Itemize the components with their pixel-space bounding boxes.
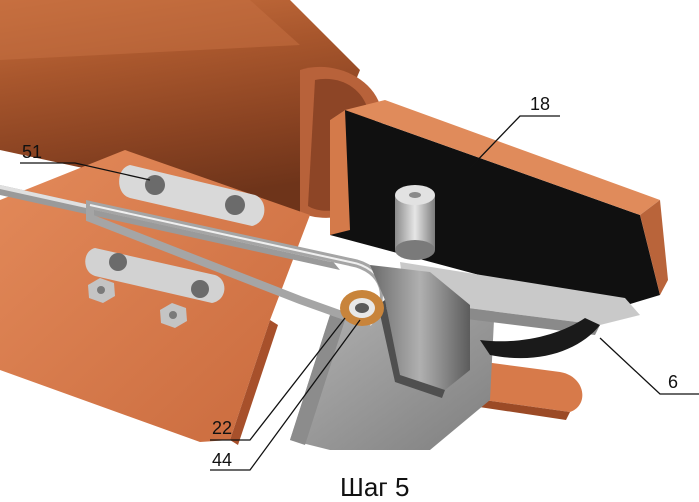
copper-bracket-tab xyxy=(466,360,583,420)
leader-lines xyxy=(20,115,699,471)
callout-22: 22 xyxy=(212,418,232,438)
callout-44: 44 xyxy=(212,450,232,470)
black-side-plate xyxy=(330,100,668,310)
bushing-ring xyxy=(340,290,384,326)
link-plate-lower xyxy=(85,248,225,303)
callout-18: 18 xyxy=(530,94,550,114)
copper-base-plate xyxy=(0,150,310,445)
callout-51: 51 xyxy=(22,142,42,162)
steel-u-bracket xyxy=(370,265,470,398)
step-caption: Шаг 5 xyxy=(340,472,409,502)
link-plate-upper xyxy=(119,165,265,226)
hex-nut-right xyxy=(160,303,187,328)
bolt-pin xyxy=(395,185,435,260)
callout-6: 6 xyxy=(668,372,678,392)
hex-nut-left xyxy=(88,278,115,303)
